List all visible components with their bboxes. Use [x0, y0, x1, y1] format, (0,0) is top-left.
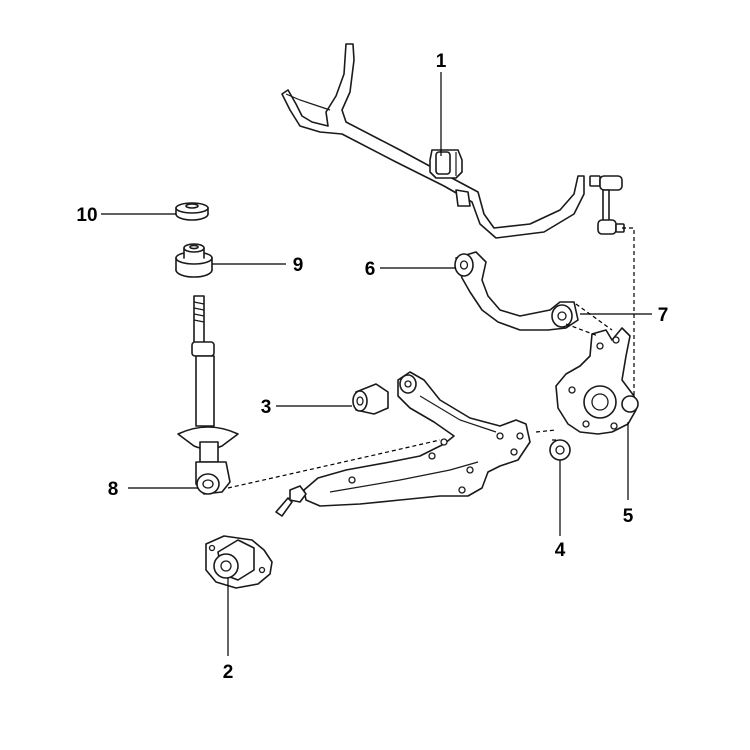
- assembly-dashed-lines: [227, 227, 635, 489]
- callout-10: 10: [76, 205, 97, 226]
- stabilizer-bar-clamp: [455, 189, 471, 207]
- callout-8: 8: [108, 479, 119, 500]
- stabilizer-bushing-1: [429, 149, 463, 179]
- lower-arm-bushing-3: [352, 383, 389, 415]
- shock-absorber: [177, 295, 239, 495]
- callout-9: 9: [293, 255, 304, 276]
- shock-bumper-10: [175, 202, 209, 221]
- callout-6: 6: [365, 259, 376, 280]
- leader-lines: [101, 72, 652, 656]
- steering-knuckle: [555, 327, 639, 435]
- shock-mount-cushion-9: [175, 243, 213, 278]
- callout-5: 5: [623, 506, 634, 527]
- upper-control-arm: [454, 251, 579, 331]
- lower-control-arm: [275, 371, 531, 517]
- callout-4: 4: [555, 540, 566, 561]
- callout-7: 7: [658, 305, 669, 326]
- callout-1: 1: [436, 51, 447, 72]
- callout-2: 2: [223, 662, 234, 683]
- stabilizer-link: [589, 175, 625, 235]
- lower-arm-bracket-2: [205, 535, 273, 589]
- knuckle-bushing-4: [549, 439, 571, 461]
- stabilizer-bar: [281, 43, 585, 239]
- callout-3: 3: [261, 397, 272, 418]
